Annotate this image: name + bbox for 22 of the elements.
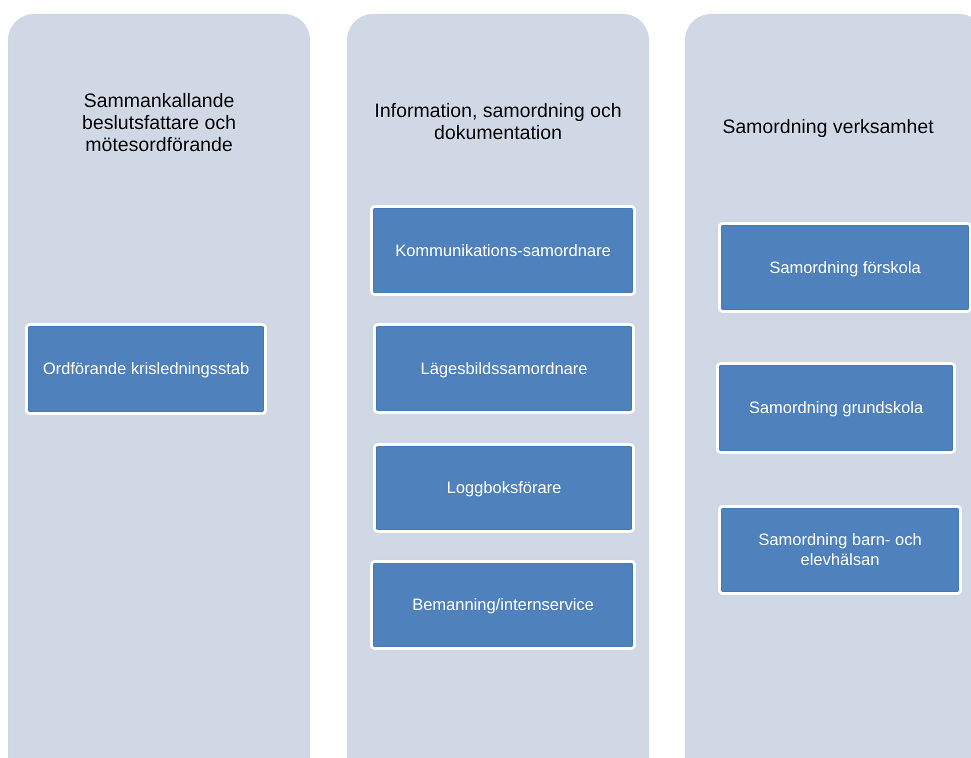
- role-box: [716, 362, 956, 454]
- role-box: [373, 443, 635, 533]
- role-label: Bemanning/internservice: [412, 595, 594, 615]
- column-panel: [8, 14, 310, 758]
- role-label: Samordning förskola: [769, 258, 921, 278]
- role-label: Lägesbildssamordnare: [420, 358, 588, 378]
- role-box: [718, 222, 971, 313]
- column-panel: [347, 14, 649, 758]
- role-label: Loggboksförare: [446, 478, 562, 498]
- column-panel: [685, 14, 971, 758]
- role-label: Samordning grundskola: [748, 398, 924, 418]
- role-label: Ordförande krisledningsstab: [42, 359, 250, 379]
- role-box: [25, 323, 267, 415]
- role-box: [370, 560, 636, 650]
- role-label: Samordning barn- och elevhälsan: [757, 530, 923, 570]
- column-heading: Samordning verksamhet: [721, 116, 935, 138]
- column-heading: Information, samordning och dokumentation: [373, 100, 623, 144]
- role-box: [718, 505, 962, 595]
- column-heading: Sammankallande beslutsfattare och mötesordförande: [81, 90, 237, 156]
- role-box: [370, 205, 636, 296]
- role-box: [373, 323, 635, 414]
- role-label: Kommunikations-samordnare: [395, 240, 611, 260]
